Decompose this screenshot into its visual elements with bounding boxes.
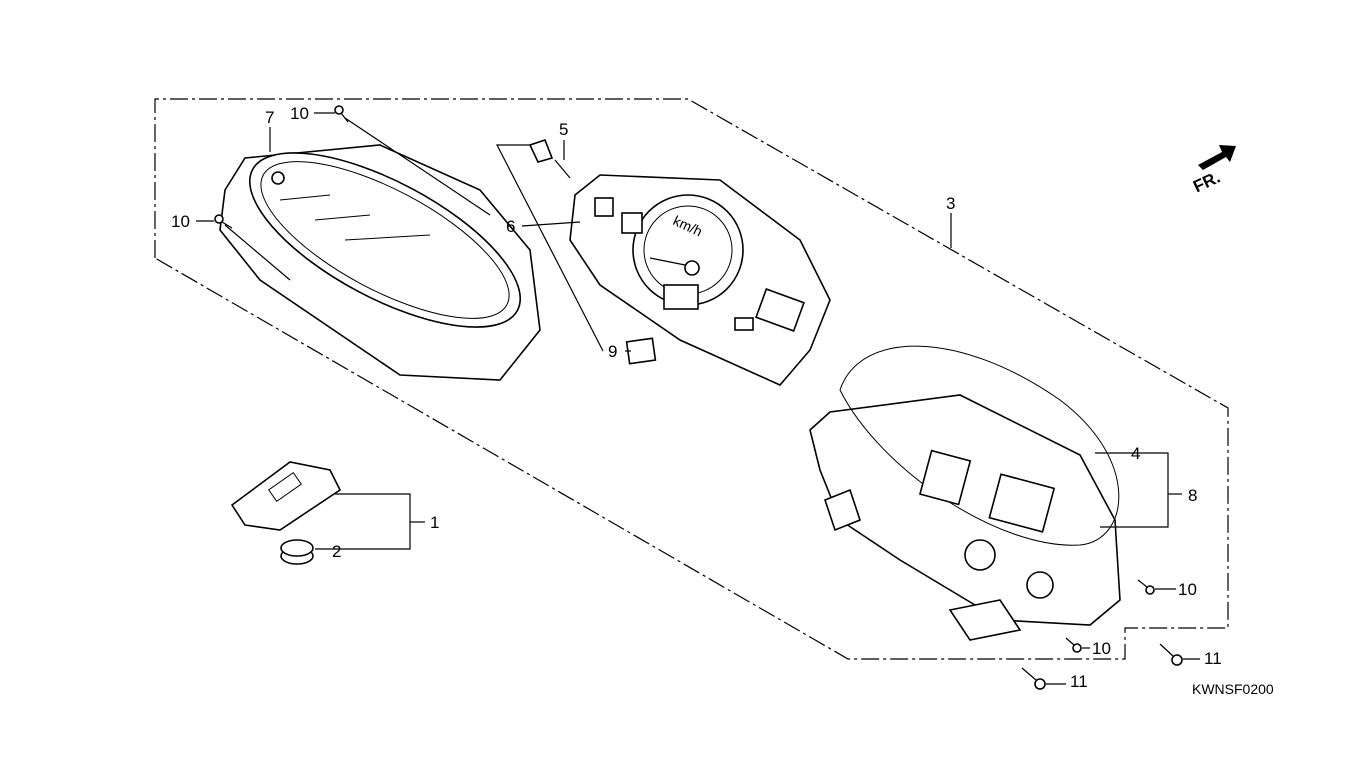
- callout-6: 6: [506, 217, 515, 236]
- callout-10-top: 10: [290, 104, 309, 123]
- battery[interactable]: [280, 539, 314, 565]
- callout-5: 5: [559, 120, 568, 139]
- arrow-icon: [1198, 145, 1236, 170]
- meter-lens-cover[interactable]: [219, 118, 545, 381]
- svg-text:FR.: FR.: [1190, 168, 1223, 197]
- callout-8: 8: [1188, 486, 1197, 505]
- callout-1: 1: [430, 513, 439, 532]
- callout-10-bottom: 10: [1092, 639, 1111, 658]
- diagram-code: KWNSF0200: [1192, 681, 1274, 697]
- callout-9: 9: [608, 342, 617, 361]
- callout-2: 2: [332, 542, 341, 561]
- callout-10-left: 10: [171, 212, 190, 231]
- callout-7: 7: [265, 108, 274, 127]
- indicator-lens[interactable]: [625, 337, 657, 365]
- front-direction-indicator: FR.: [1190, 145, 1236, 196]
- bulb-socket[interactable]: [528, 139, 571, 179]
- key-fob[interactable]: [230, 461, 342, 531]
- callout-4: 4: [1131, 444, 1140, 463]
- callout-11-right: 11: [1204, 649, 1222, 668]
- callout-11-bottom: 11: [1070, 672, 1088, 691]
- callout-10-right: 10: [1178, 580, 1197, 599]
- meter-panel[interactable]: km/h: [569, 174, 831, 386]
- assembly-boundary: [154, 98, 1229, 660]
- meter-case[interactable]: [809, 345, 1121, 641]
- screw-icons: [214, 105, 1183, 690]
- callout-3: 3: [946, 194, 955, 213]
- leader-lines: [196, 112, 1200, 685]
